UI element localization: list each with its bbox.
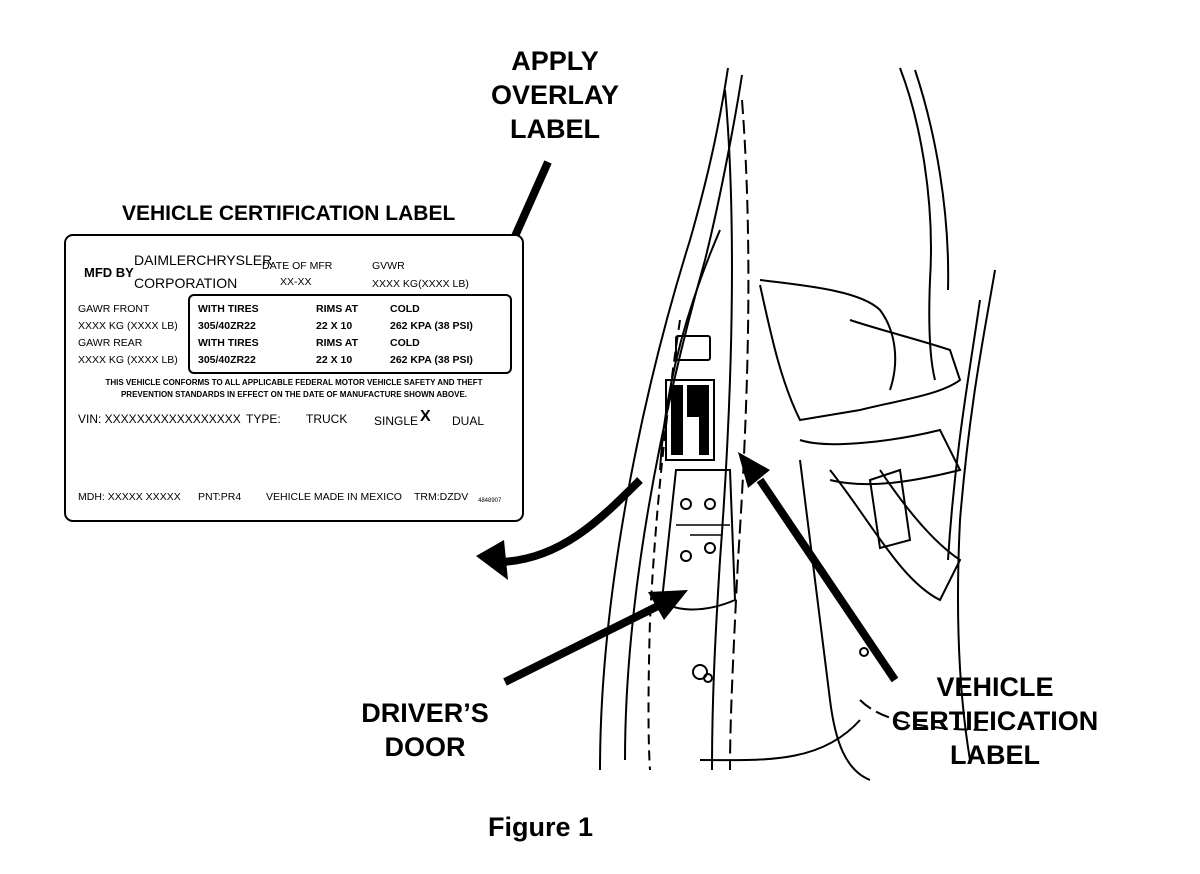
conformance-line1: THIS VEHICLE CONFORMS TO ALL APPLICABLE … [105,378,483,387]
seat-back [759,284,962,422]
gawr-rear-label: GAWR REAR [78,337,143,349]
conformance-line2: PREVENTION STANDARDS IN EFFECT ON THE DA… [120,390,468,399]
callout-apply-overlay-line3: LABEL [510,114,600,144]
body-lower [799,459,871,781]
mdh-text: MDH: XXXXX XXXXX [78,491,181,503]
tire-row2-c3: 262 KPA (38 PSI) [390,320,473,332]
arrow-curved-shaft [499,477,643,566]
rocker [859,699,991,731]
tire-row4-c1: 305/40ZR22 [198,354,256,366]
body-pillar [899,67,936,381]
cert-label-enlarged: MFD BY DAIMLERCHRYSLER CORPORATION DATE … [64,234,524,522]
tire-row2-c1: 305/40ZR22 [198,320,256,332]
tire-pressure-box [188,294,512,374]
tire-row1-c3: COLD [390,303,420,315]
maker-line2: CORPORATION [134,275,238,291]
tire-row4-c2: 22 X 10 [316,354,353,366]
type-label: TYPE: [246,412,281,426]
bottom-curve [699,719,861,762]
arrow-cert-label-head [738,452,770,488]
gawr-front-value: XXXX KG (XXXX LB) [78,320,178,332]
single-mark: X [420,408,431,425]
door-frame-outer [599,67,729,771]
arrow-drivers-door-shaft [503,602,660,686]
callout-vehicle-cert-line3: LABEL [950,740,1040,770]
callout-apply-overlay: APPLY OVERLAY LABEL [470,44,640,146]
tire-row4-c3: 262 KPA (38 PSI) [390,354,473,366]
callout-apply-overlay-line2: OVERLAY [490,80,620,110]
pnt-text: PNT:PR4 [198,491,242,503]
gvwr-label: GVWR [372,260,405,272]
overlay-pad [675,335,711,361]
trm-text: TRM:DZDV [414,491,469,503]
figure-caption: Figure 1 [488,812,594,842]
door-cert-label [665,379,715,461]
type-value: TRUCK [306,412,348,426]
callout-vehicle-cert-line1: VEHICLE [936,672,1054,702]
callout-apply-overlay-line1: APPLY [511,46,599,76]
callout-vehicle-cert-line2: CERTIFICATION [891,706,1099,736]
grab-handle [868,468,912,550]
body-inner-panel [829,469,962,602]
gawr-rear-value: XXXX KG (XXXX LB) [78,354,178,366]
gvwr-value: XXXX KG(XXXX LB) [372,278,469,290]
part-number: 4848907 [478,498,502,504]
rear-pillar-2 [947,299,981,561]
door-edge-2 [729,99,750,771]
maker-line1: DAIMLERCHRYSLER [134,252,273,268]
callout-vehicle-cert: VEHICLE CERTIFICATION LABEL [880,670,1110,772]
callout-drivers-door: DRIVER’S DOOR [350,696,500,764]
made-in-text: VEHICLE MADE IN MEXICO [266,491,402,503]
tire-row1-c1: WITH TIRES [198,303,259,315]
callout-drivers-door-line2: DOOR [384,732,466,762]
rear-pillar [957,269,996,761]
tire-row1-c2: RIMS AT [316,303,358,315]
gawr-front-label: GAWR FRONT [78,303,150,315]
single-label: SINGLE [374,414,419,428]
door-edge [711,89,733,771]
tire-row2-c2: 22 X 10 [316,320,353,332]
arrow-cert-label-shaft [756,477,899,683]
body-pillar-2 [914,69,950,291]
date-of-mfr-value: XX-XX [280,276,312,288]
tire-row3-c1: WITH TIRES [198,337,259,349]
arrow-curved-head [476,540,508,580]
tire-row3-c3: COLD [390,337,420,349]
cert-label-heading: VEHICLE CERTIFICATION LABEL [122,202,456,225]
date-of-mfr-label: DATE OF MFR [262,260,333,272]
vin-text: VIN: XXXXXXXXXXXXXXXXX [78,412,241,426]
dual-label: DUAL [452,414,485,428]
mfd-by: MFD BY [84,265,134,280]
body-panel [759,279,897,391]
arrow-drivers-door-head [648,590,688,620]
door-pillar-left [659,229,721,471]
tire-row3-c2: RIMS AT [316,337,358,349]
callout-drivers-door-line1: DRIVER’S [361,698,489,728]
